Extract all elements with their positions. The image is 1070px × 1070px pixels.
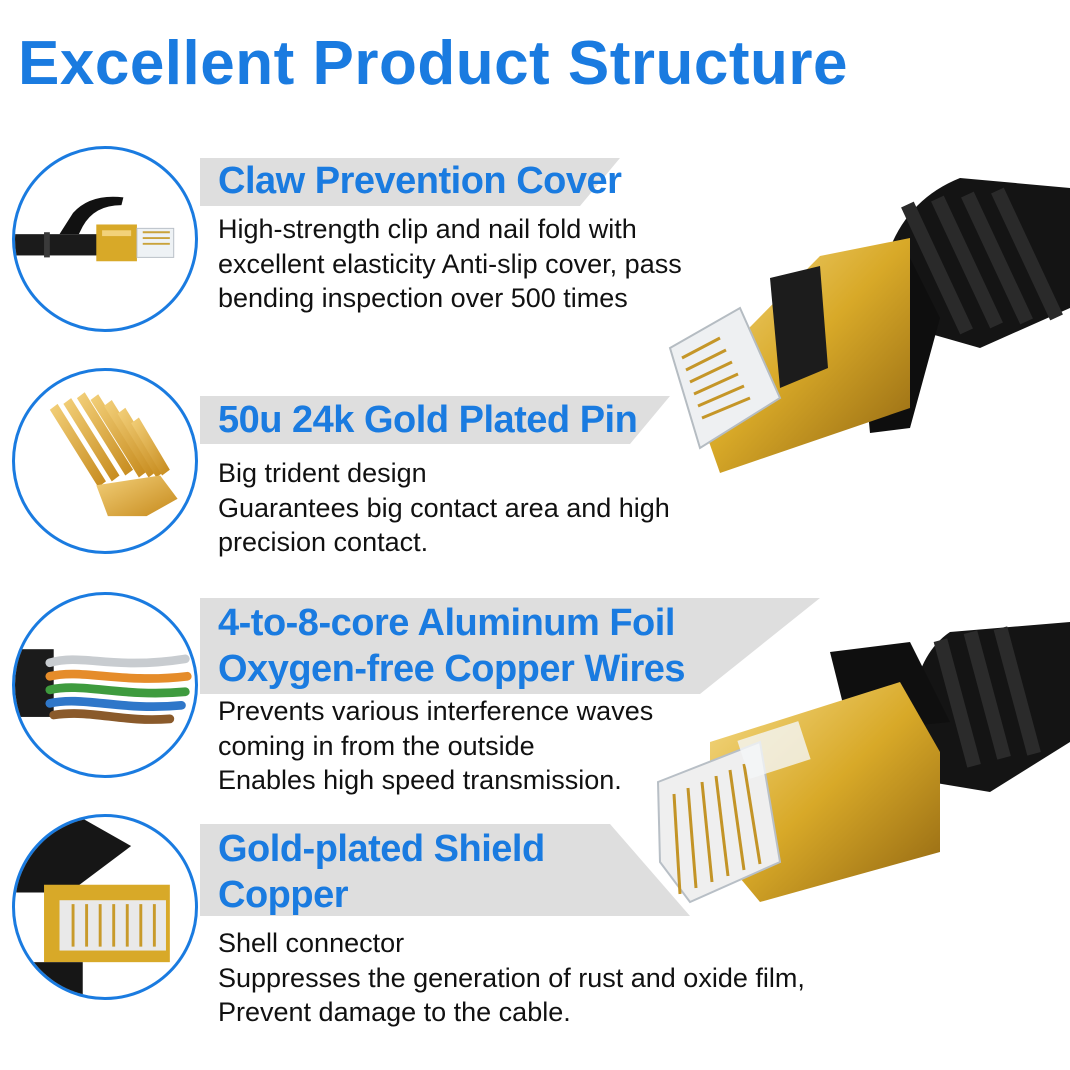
desc-line: High-strength clip and nail fold with bbox=[218, 214, 637, 244]
feature-image-gold-pin bbox=[12, 368, 198, 554]
banner-shape bbox=[200, 396, 670, 444]
feature-desc-gold-pin: Big trident design Guarantees big contac… bbox=[218, 456, 670, 560]
feature-heading-gold-pin: 50u 24k Gold Plated Pin bbox=[218, 399, 638, 441]
heading-banner-3 bbox=[200, 598, 820, 694]
desc-line: coming in from the outside bbox=[218, 730, 535, 761]
shield-connector-icon bbox=[15, 817, 170, 997]
cable-clip-icon bbox=[15, 196, 175, 262]
desc-line: precision contact. bbox=[218, 527, 429, 557]
heading-line: 4-to-8-core Aluminum Foil bbox=[218, 602, 675, 644]
heading-line: Gold-plated Shield bbox=[218, 828, 545, 870]
banner-shape bbox=[200, 824, 690, 916]
desc-line: Prevents various interference waves bbox=[218, 696, 654, 726]
desc-line: excellent elasticity Anti-slip cover, pa… bbox=[218, 248, 682, 279]
banner-shape bbox=[200, 598, 820, 694]
rj45-connector-top-image bbox=[668, 178, 1070, 473]
desc-line: Shell connector bbox=[218, 928, 405, 958]
desc-line: Suppresses the generation of rust and ox… bbox=[218, 962, 805, 993]
feature-desc-copper-wires: Prevents various interference waves comi… bbox=[218, 694, 653, 798]
desc-line: Guarantees big contact area and high bbox=[218, 492, 670, 523]
heading-banner-4 bbox=[200, 824, 690, 916]
rj45-connector-bottom-image bbox=[656, 622, 1070, 904]
desc-line: Prevent damage to the cable. bbox=[218, 997, 571, 1027]
feature-desc-claw-cover: High-strength clip and nail fold with ex… bbox=[218, 212, 682, 316]
heading-line: Copper bbox=[218, 874, 348, 916]
page-title: Excellent Product Structure bbox=[18, 29, 849, 98]
feature-heading-claw-cover: Claw Prevention Cover bbox=[218, 160, 622, 202]
feature-heading-shield-connector: Gold-plated Shield Copper bbox=[218, 826, 545, 918]
feature-heading-copper-wires: 4-to-8-core Aluminum Foil Oxygen-free Co… bbox=[218, 600, 686, 692]
desc-line: Big trident design bbox=[218, 458, 427, 488]
heading-banner-2 bbox=[200, 396, 670, 444]
copper-wires-icon bbox=[15, 649, 192, 724]
feature-image-claw-cover bbox=[12, 146, 198, 332]
feature-desc-shield-connector: Shell connector Suppresses the generatio… bbox=[218, 926, 805, 1030]
feature-image-shield-connector bbox=[12, 814, 198, 1000]
desc-line: bending inspection over 500 times bbox=[218, 283, 628, 313]
desc-line: Enables high speed transmission. bbox=[218, 765, 622, 795]
gold-pin-icon bbox=[49, 392, 178, 517]
banner-shape bbox=[200, 158, 620, 206]
heading-banner-1 bbox=[200, 158, 620, 206]
heading-line: Oxygen-free Copper Wires bbox=[218, 648, 686, 690]
feature-image-copper-wires bbox=[12, 592, 198, 778]
